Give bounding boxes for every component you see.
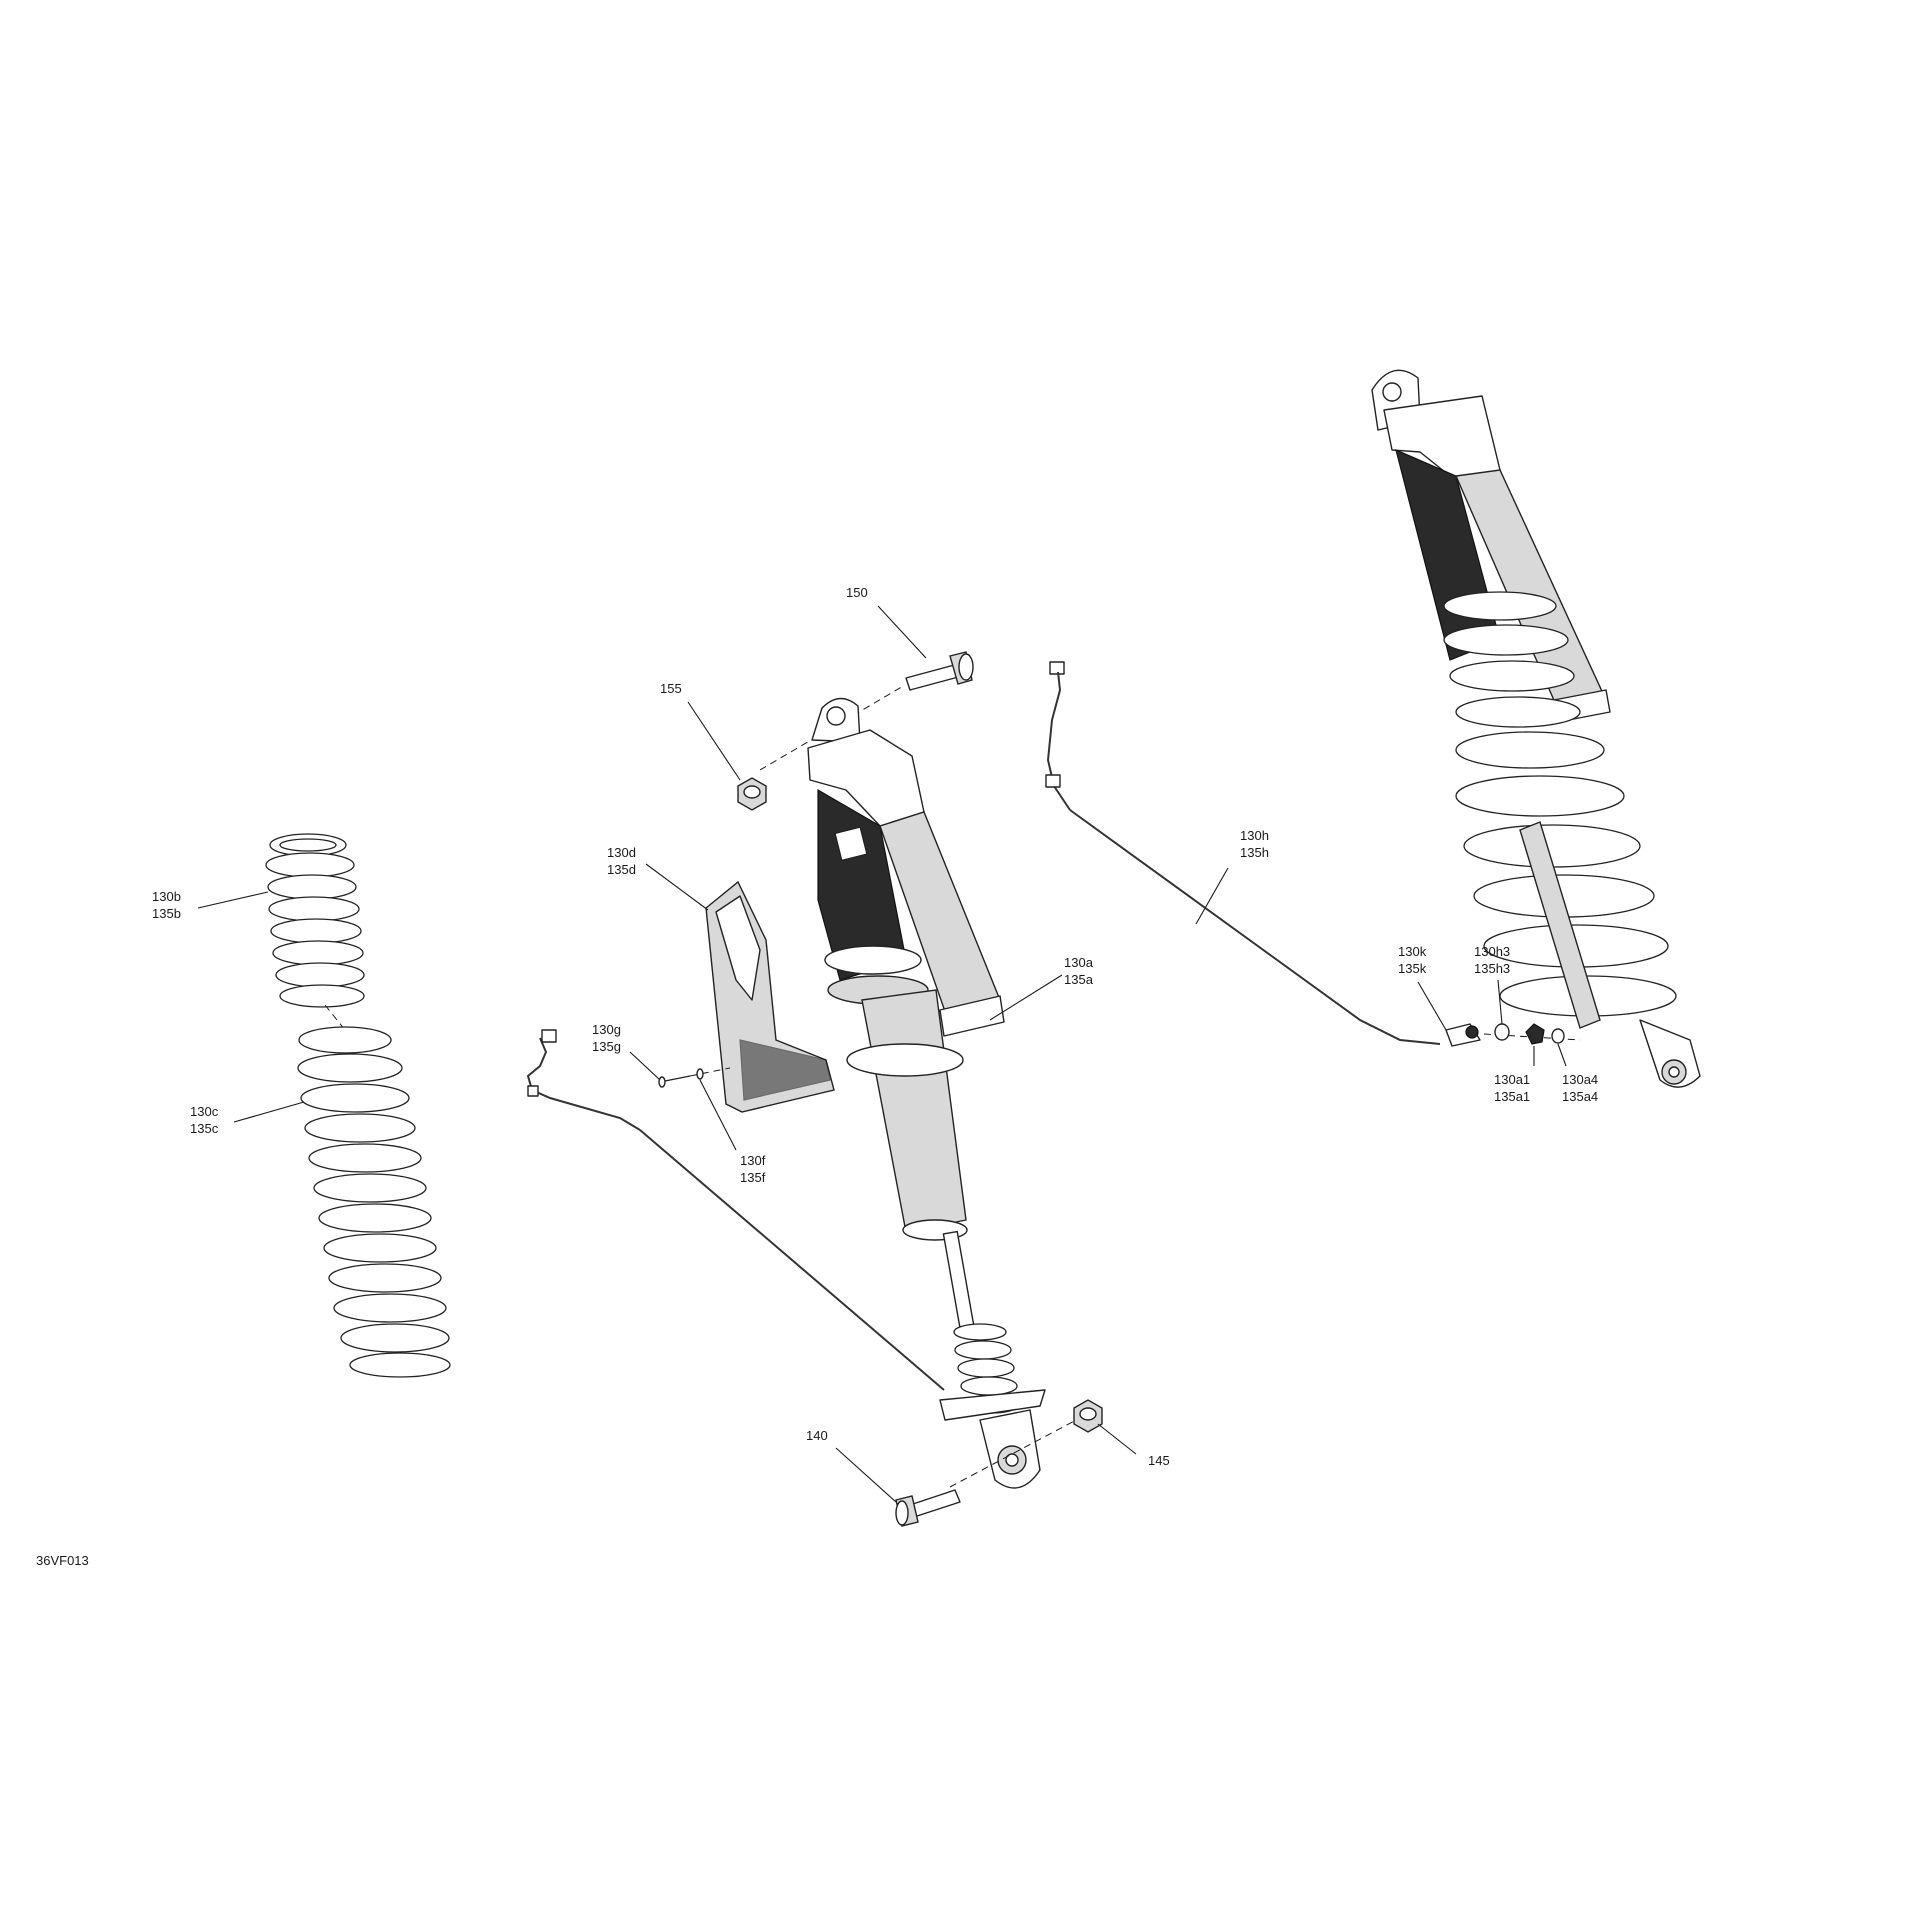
callout-130a4: 130a4 xyxy=(1562,1072,1598,1087)
axis-spring xyxy=(324,1004,346,1031)
callout-135b: 135b xyxy=(152,906,181,921)
callout-130h3: 130h3 xyxy=(1474,944,1510,959)
callout-135d: 135d xyxy=(607,862,636,877)
screw-130g[interactable] xyxy=(658,1075,691,1088)
callout-130d: 130d xyxy=(607,845,636,860)
callout-130a1: 130a1 xyxy=(1494,1072,1530,1087)
leader-130c xyxy=(233,1101,305,1123)
callout-155: 155 xyxy=(660,681,682,696)
callout-135a4: 135a4 xyxy=(1562,1089,1598,1104)
sensor-harness-130h[interactable] xyxy=(1045,661,1441,1045)
leader-130b xyxy=(197,891,269,909)
leader-145 xyxy=(1097,1423,1137,1455)
shock-absorber-130a[interactable] xyxy=(807,697,1046,1489)
leader-130a xyxy=(989,974,1063,1021)
leader-130d xyxy=(645,863,709,911)
fitting-130a4[interactable] xyxy=(1551,1028,1565,1044)
spring-130c[interactable] xyxy=(297,1026,451,1378)
leader-130k xyxy=(1417,981,1447,1031)
callout-130h: 130h xyxy=(1240,828,1269,843)
leader-150 xyxy=(877,605,927,659)
leader-130h xyxy=(1195,867,1229,925)
callout-135h3: 135h3 xyxy=(1474,961,1510,976)
washer-130f[interactable] xyxy=(696,1068,704,1080)
callout-135h: 135h xyxy=(1240,845,1269,860)
fitting-130k[interactable] xyxy=(1445,1023,1481,1047)
callout-150: 150 xyxy=(846,585,868,600)
callout-130f: 130f xyxy=(740,1153,766,1168)
leader-130f xyxy=(699,1079,737,1151)
callout-135a1: 135a1 xyxy=(1494,1089,1530,1104)
sensor-harness-center[interactable] xyxy=(526,1029,945,1391)
fitting-130a1[interactable] xyxy=(1525,1023,1545,1045)
callout-130c: 130c xyxy=(190,1104,219,1119)
nut-145[interactable] xyxy=(1073,1399,1103,1433)
callout-135g: 135g xyxy=(592,1039,621,1054)
leader-140 xyxy=(835,1447,897,1503)
callout-145: 145 xyxy=(1148,1453,1170,1468)
callout-140: 140 xyxy=(806,1428,828,1443)
shock-assembly-right[interactable] xyxy=(1371,369,1701,1088)
bolt-150[interactable] xyxy=(905,651,974,691)
shock-protector-130d[interactable] xyxy=(705,880,835,1113)
leader-155 xyxy=(687,701,741,781)
callout-135f: 135f xyxy=(740,1170,766,1185)
leader-130a4 xyxy=(1557,1043,1567,1067)
spring-130b[interactable] xyxy=(265,833,365,1008)
o-ring-130h3[interactable] xyxy=(1494,1023,1510,1041)
leader-130h3 xyxy=(1497,979,1503,1025)
callout-135c: 135c xyxy=(190,1121,219,1136)
callout-130a: 130a xyxy=(1064,955,1094,970)
diagram-code: 36VF013 xyxy=(36,1553,89,1568)
callout-135k: 135k xyxy=(1398,961,1427,976)
bolt-140[interactable] xyxy=(895,1489,961,1527)
nut-155[interactable] xyxy=(737,777,767,811)
callout-130g: 130g xyxy=(592,1022,621,1037)
callout-130k: 130k xyxy=(1398,944,1427,959)
callout-135a: 135a xyxy=(1064,972,1094,987)
axis-lower-mount xyxy=(949,1417,1081,1488)
callout-130b: 130b xyxy=(152,889,181,904)
leader-130g xyxy=(629,1051,661,1081)
